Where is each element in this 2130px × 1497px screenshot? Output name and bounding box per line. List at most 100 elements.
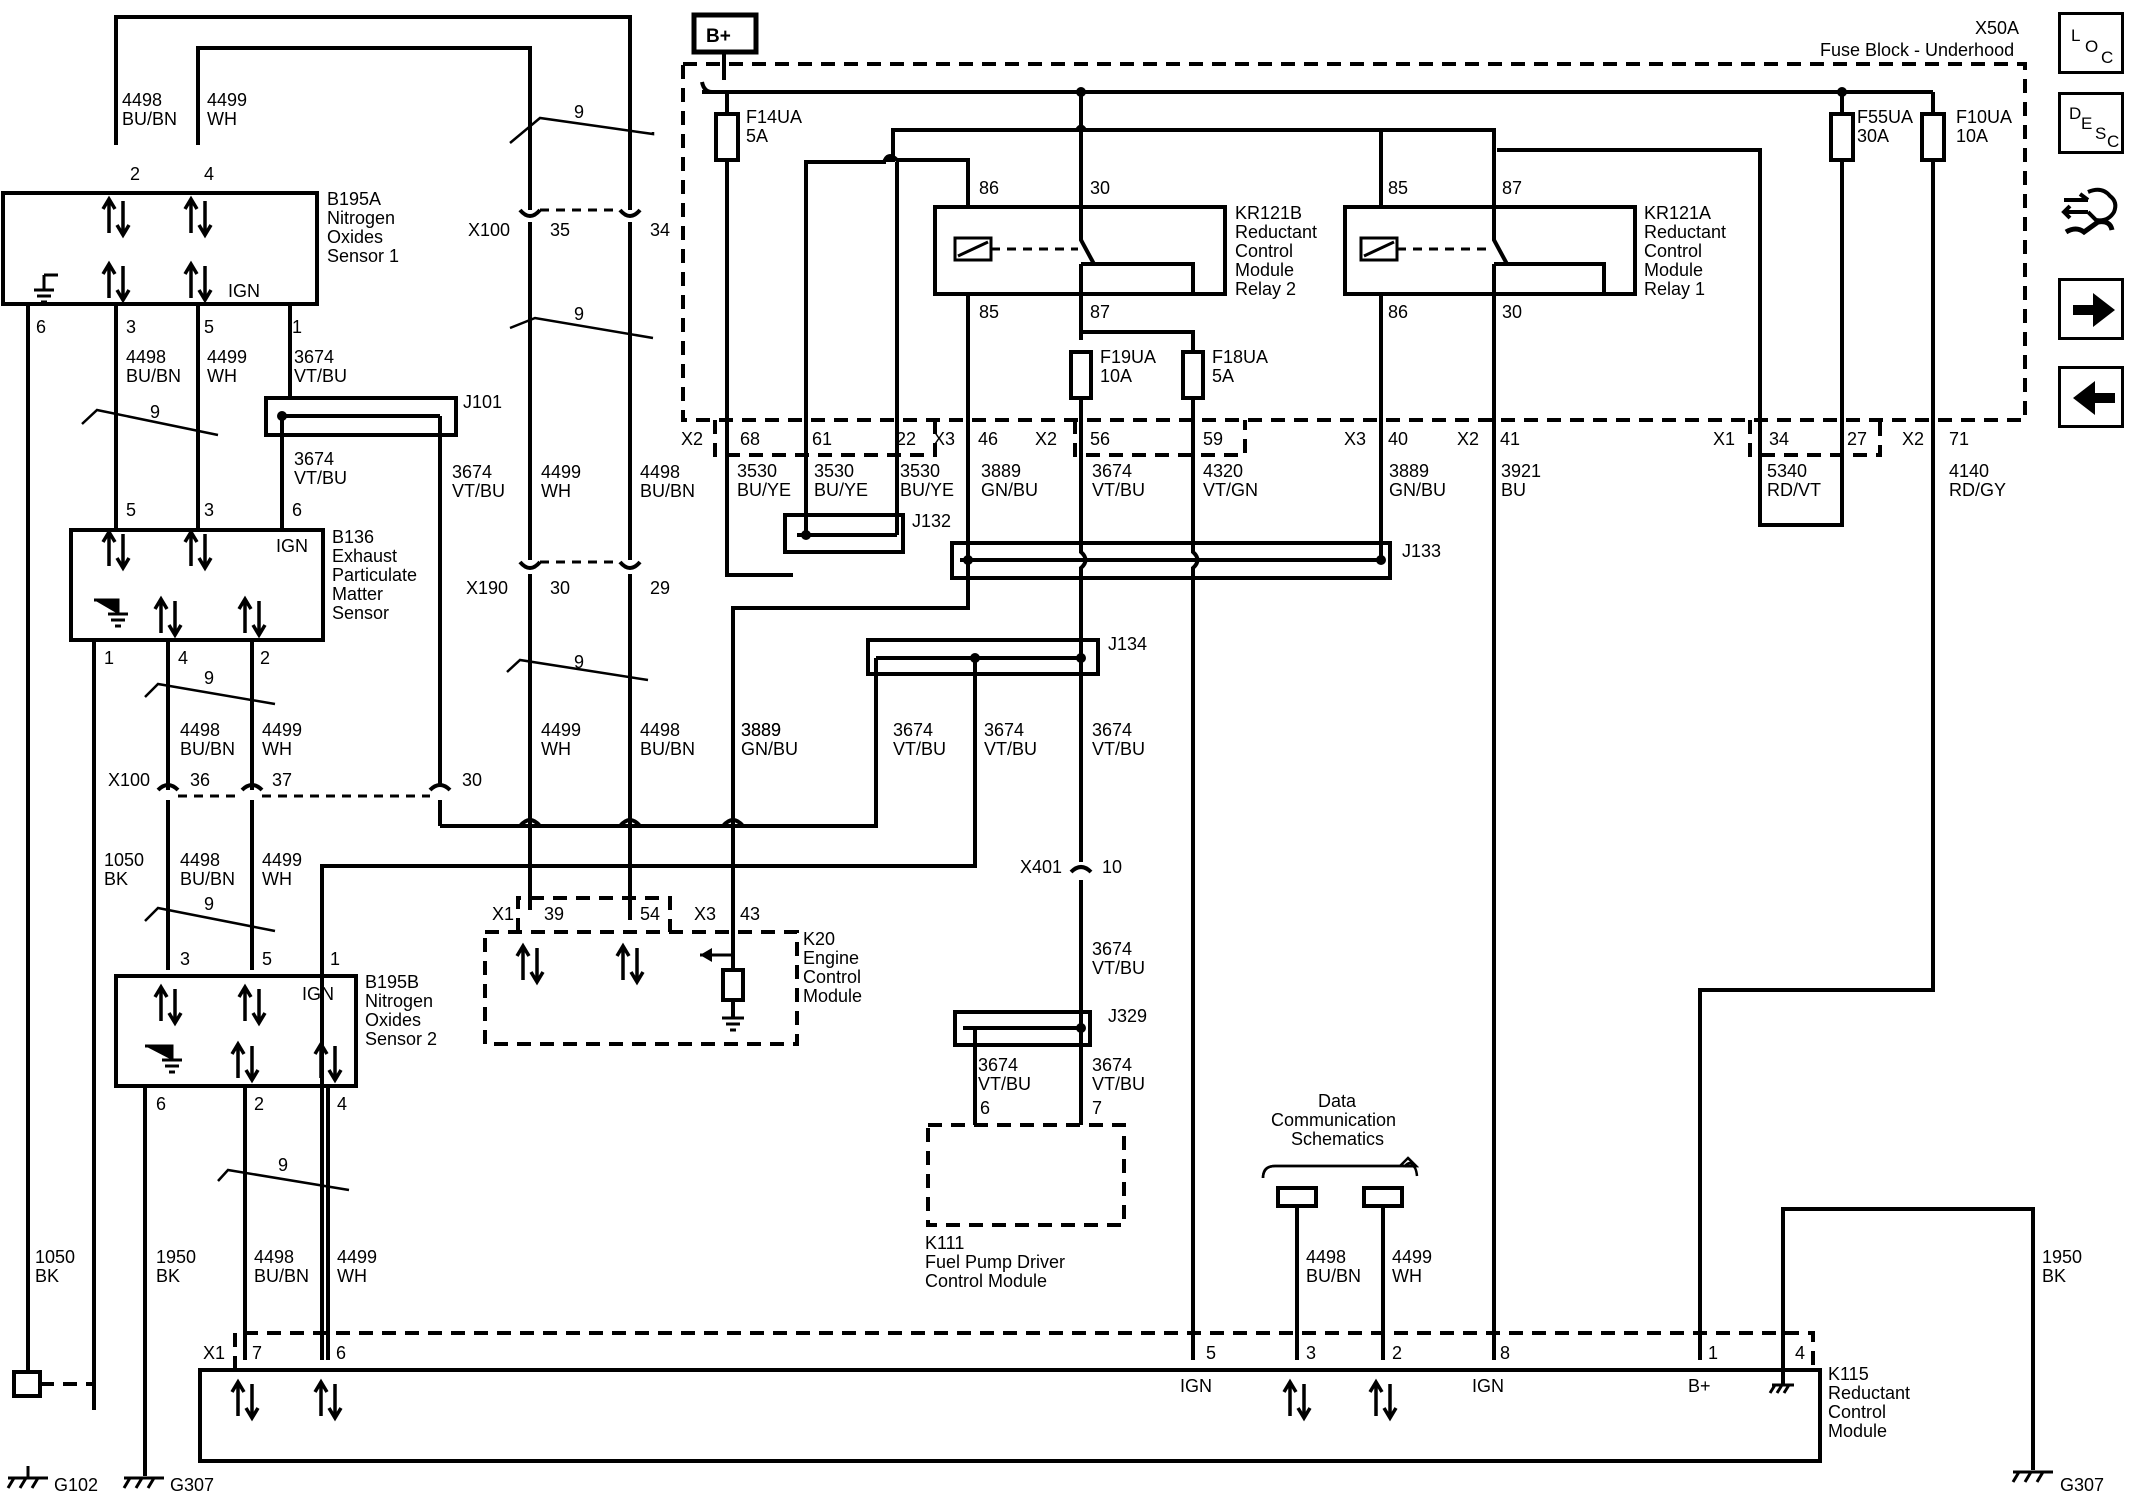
svg-text:RD/GY: RD/GY (1949, 480, 2006, 500)
svg-text:59: 59 (1203, 429, 1223, 449)
svg-text:BU/YE: BU/YE (900, 480, 954, 500)
svg-text:BU/BN: BU/BN (180, 869, 235, 889)
relay1-name-1: Reductant (1644, 222, 1726, 242)
relay1-name-4: Relay 1 (1644, 279, 1705, 299)
svg-text:1: 1 (1708, 1343, 1718, 1363)
svg-text:Sensor 2: Sensor 2 (365, 1029, 437, 1049)
svg-text:J134: J134 (1108, 634, 1147, 654)
svg-text:S: S (2095, 124, 2106, 143)
svg-text:BU/BN: BU/BN (1306, 1266, 1361, 1286)
svg-text:1950: 1950 (2042, 1247, 2082, 1267)
splice-j133 (950, 541, 1392, 580)
fuse-block-code: X50A (1975, 18, 2019, 38)
svg-text:Matter: Matter (332, 584, 383, 604)
svg-text:Module: Module (803, 986, 862, 1006)
svg-text:BU/BN: BU/BN (640, 739, 695, 759)
svg-text:3530: 3530 (900, 461, 940, 481)
svg-text:2: 2 (1392, 1343, 1402, 1363)
svg-text:E: E (2081, 114, 2092, 133)
svg-text:3674: 3674 (984, 720, 1024, 740)
svg-text:6: 6 (156, 1094, 166, 1114)
fuse-block-name: Fuse Block - Underhood (1820, 40, 2014, 60)
svg-text:X401: X401 (1020, 857, 1062, 877)
svg-text:5340: 5340 (1767, 461, 1807, 481)
svg-text:B195B: B195B (365, 972, 419, 992)
svg-text:VT/BU: VT/BU (1092, 958, 1145, 978)
relay2-pin-30: 30 (1090, 178, 1110, 198)
bidirectional-arrow-icon (313, 1040, 343, 1084)
svg-text:5: 5 (126, 500, 136, 520)
svg-text:3674: 3674 (452, 462, 492, 482)
next-button[interactable] (2058, 278, 2124, 340)
svg-text:5: 5 (1206, 1343, 1216, 1363)
svg-text:36: 36 (190, 770, 210, 790)
svg-text:4140: 4140 (1949, 461, 1989, 481)
svg-text:1050: 1050 (35, 1247, 75, 1267)
svg-text:WH: WH (262, 739, 292, 759)
svg-text:5: 5 (262, 949, 272, 969)
svg-text:3674: 3674 (1092, 461, 1132, 481)
loc-button[interactable]: L O C (2058, 12, 2124, 74)
svg-text:GN/BU: GN/BU (981, 480, 1038, 500)
svg-text:X3: X3 (694, 904, 716, 924)
svg-text:Communication: Communication (1271, 1110, 1396, 1130)
splice-j329 (953, 1010, 1092, 1047)
svg-text:GN/BU: GN/BU (741, 739, 798, 759)
bidirectional-arrow-icon (101, 528, 131, 572)
svg-text:B+: B+ (1688, 1376, 1711, 1396)
svg-text:35: 35 (550, 220, 570, 240)
svg-text:2: 2 (254, 1094, 264, 1114)
svg-text:9: 9 (204, 894, 214, 914)
svg-text:54: 54 (640, 904, 660, 924)
desc-button[interactable]: D E S C (2058, 92, 2124, 154)
bidirectional-arrow-icon (615, 942, 645, 986)
svg-text:30: 30 (550, 578, 570, 598)
svg-text:4498: 4498 (1306, 1247, 1346, 1267)
relay2-pin-87: 87 (1090, 302, 1110, 322)
fuse-f10ua: F10UA (1956, 107, 2012, 127)
svg-text:WH: WH (1392, 1266, 1422, 1286)
svg-text:Nitrogen: Nitrogen (365, 991, 433, 1011)
fuse-f19ua: F19UA (1100, 347, 1156, 367)
bidirectional-arrow-icon (230, 1378, 260, 1422)
svg-text:3674: 3674 (1092, 939, 1132, 959)
svg-text:X3: X3 (1344, 429, 1366, 449)
svg-text:4498: 4498 (122, 90, 162, 110)
svg-text:X1: X1 (1713, 429, 1735, 449)
svg-text:IGN: IGN (228, 281, 260, 301)
arrow-left-icon (2073, 381, 2115, 415)
relay2-name-0: KR121B (1235, 203, 1302, 223)
bidirectional-arrow-icon (183, 528, 213, 572)
svg-text:X2: X2 (1457, 429, 1479, 449)
svg-text:G307: G307 (170, 1475, 214, 1495)
svg-text:BU: BU (1501, 480, 1526, 500)
connector-tool-button[interactable] (2058, 182, 2124, 244)
svg-text:O: O (2085, 37, 2098, 56)
svg-text:3889: 3889 (741, 720, 781, 740)
sensor-b136 (69, 528, 325, 642)
svg-text:3889: 3889 (1389, 461, 1429, 481)
svg-text:IGN: IGN (1472, 1376, 1504, 1396)
bidirectional-arrow-icon (230, 1040, 260, 1084)
svg-text:1950: 1950 (156, 1247, 196, 1267)
svg-text:Sensor 1: Sensor 1 (327, 246, 399, 266)
svg-text:1: 1 (330, 949, 340, 969)
connector-tool-icon (2061, 187, 2118, 236)
svg-text:VT/BU: VT/BU (1092, 1074, 1145, 1094)
relay1-name-3: Module (1644, 260, 1703, 280)
svg-text:4: 4 (337, 1094, 347, 1114)
svg-text:7: 7 (1092, 1098, 1102, 1118)
svg-text:BU/BN: BU/BN (122, 109, 177, 129)
svg-text:BU/YE: BU/YE (814, 480, 868, 500)
svg-text:Fuel Pump Driver: Fuel Pump Driver (925, 1252, 1065, 1272)
svg-text:4498: 4498 (254, 1247, 294, 1267)
svg-text:WH: WH (541, 739, 571, 759)
svg-text:7: 7 (252, 1343, 262, 1363)
svg-text:3: 3 (180, 949, 190, 969)
svg-text:K111: K111 (925, 1233, 964, 1253)
svg-text:C: C (2107, 132, 2119, 151)
svg-text:4498: 4498 (180, 720, 220, 740)
prev-button[interactable] (2058, 366, 2124, 428)
svg-text:3674: 3674 (294, 347, 334, 367)
svg-text:WH: WH (207, 109, 237, 129)
